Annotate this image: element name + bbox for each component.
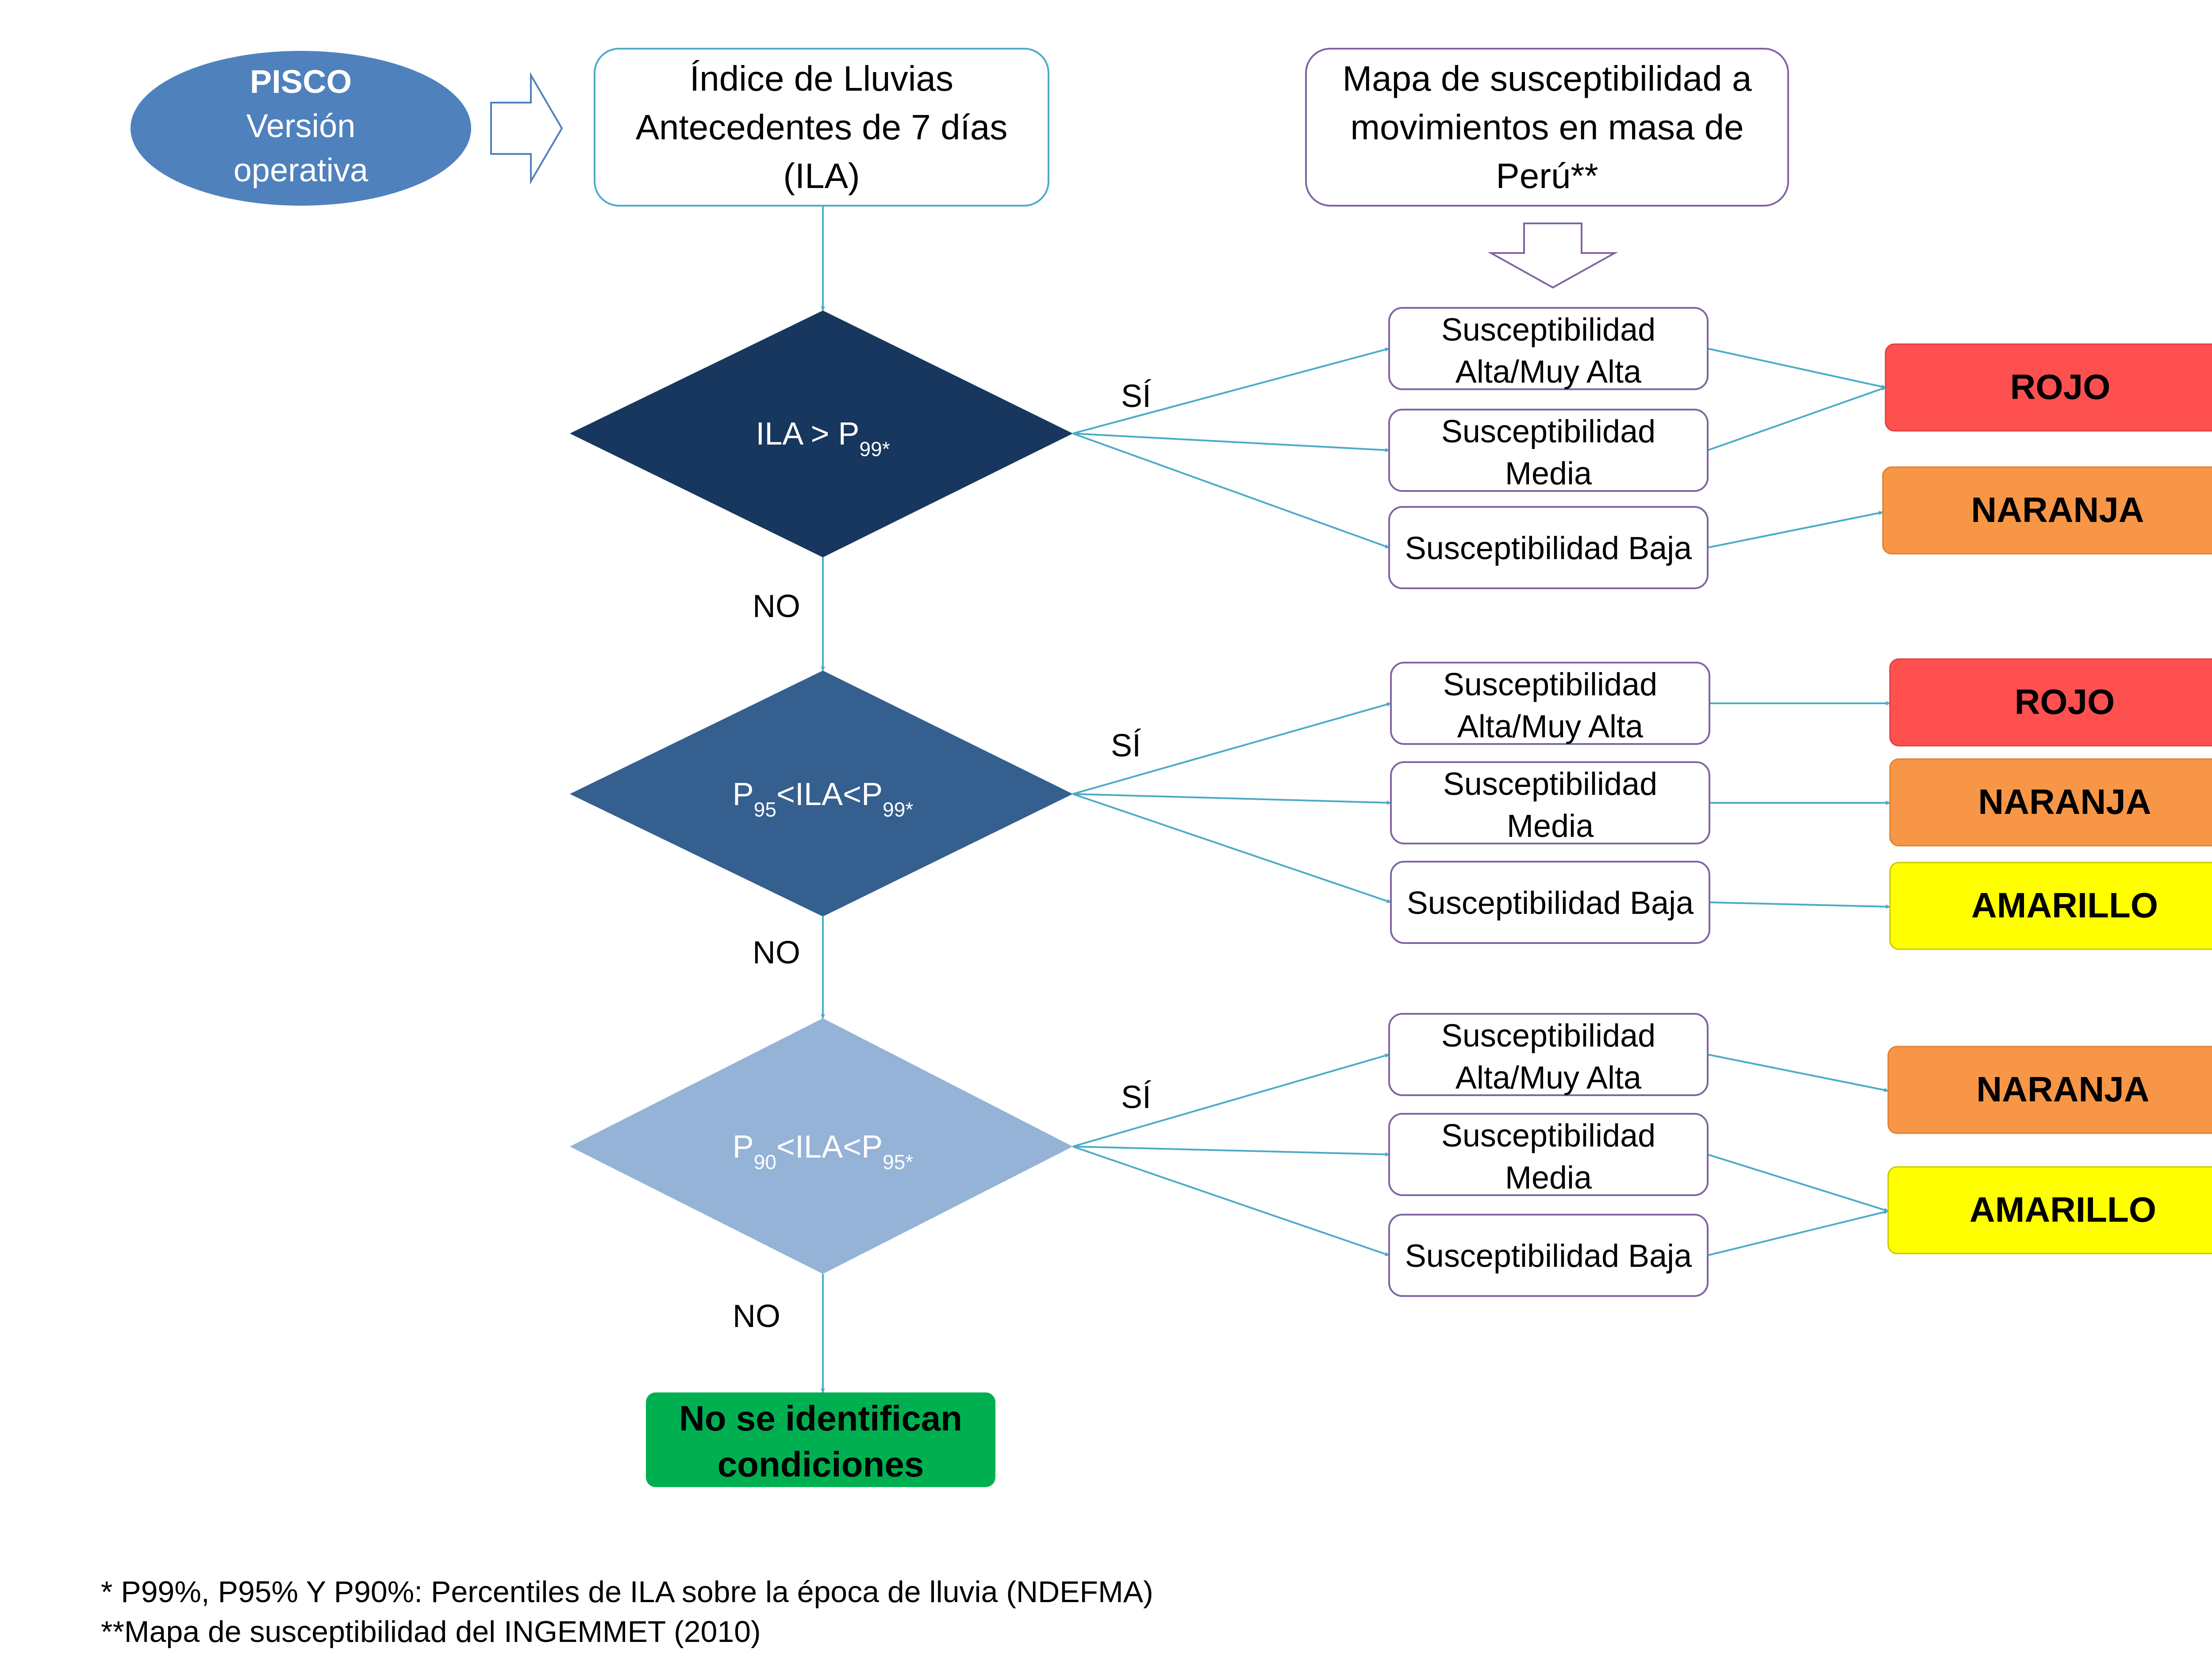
alert-connectors <box>1707 348 1890 1256</box>
alert-box: NARANJA <box>1889 758 2212 847</box>
map-line3: Perú** <box>1496 156 1598 196</box>
decision-2-yes-label: SÍ <box>1111 728 1141 763</box>
footnote-map-source: **Mapa de susceptibilidad del INGEMMET (… <box>101 1615 761 1649</box>
alert-6-fill <box>1887 1166 2212 1254</box>
decision-2-label-mid: <ILA<P <box>776 777 883 812</box>
susc-high-line2: Alta/Muy Alta <box>1455 1060 1642 1096</box>
susc-medium-line1: Susceptibilidad <box>1441 1118 1655 1154</box>
alert-box: AMARILLO <box>1889 862 2212 950</box>
decision-3-label-mid: <ILA<P <box>776 1129 883 1165</box>
decision-1-no-label: NO <box>753 589 800 624</box>
susceptibility-group-1: Susceptibilidad Alta/Muy Alta Susceptibi… <box>1388 307 1709 589</box>
alert-1-label: NARANJA <box>1971 490 2144 529</box>
alert-boxes: ROJO NARANJA ROJO NARANJA AMARILLO NARAN… <box>1882 343 2212 1254</box>
alert-2-fill <box>1889 658 2212 747</box>
alert-4-fill <box>1889 862 2212 950</box>
susc-medium-line2: Media <box>1505 456 1592 491</box>
alert-5-label: NARANJA <box>1976 1070 2149 1109</box>
source-node: PISCO Versión operativa <box>131 51 471 206</box>
source-subtitle-line2: operativa <box>234 152 369 188</box>
final-line2: condiciones <box>718 1445 924 1484</box>
susc-low: Susceptibilidad Baja <box>1407 886 1694 921</box>
decision-1-subscript: 99* <box>860 437 890 460</box>
susc-medium-line1: Susceptibilidad <box>1443 767 1657 802</box>
alert-5-fill <box>1887 1046 2212 1134</box>
svg-text:P90<ILA<P95*: P90<ILA<P95* <box>733 1129 914 1173</box>
decision-2-sub2: 99* <box>883 798 913 821</box>
susc-high-line2: Alta/Muy Alta <box>1455 354 1642 390</box>
alert-6-label: AMARILLO <box>1970 1190 2156 1229</box>
susc-low: Susceptibilidad Baja <box>1405 531 1692 566</box>
final-line1: No se identifican <box>679 1399 962 1438</box>
decision-1-label: ILA > P <box>756 416 859 452</box>
alert-box: ROJO <box>1889 658 2212 747</box>
alert-0-label: ROJO <box>2010 367 2111 406</box>
susc-medium-line1: Susceptibilidad <box>1441 414 1655 449</box>
yes-connectors <box>1072 347 1391 1256</box>
alert-box: ROJO <box>1885 343 2212 432</box>
decision-3-sub1: 90 <box>754 1150 776 1173</box>
susc-low: Susceptibilidad Baja <box>1405 1239 1692 1274</box>
alert-0-fill <box>1885 343 2212 432</box>
map-line2: movimientos en masa de <box>1350 107 1743 147</box>
alert-3-fill <box>1889 758 2212 847</box>
susc-high-line1: Susceptibilidad <box>1441 312 1655 348</box>
ila-line1: Índice de Lluvias <box>690 59 953 98</box>
alert-3-label: NARANJA <box>1978 782 2151 821</box>
susc-medium-line2: Media <box>1505 1160 1592 1196</box>
map-line1: Mapa de susceptibilidad a <box>1342 59 1752 98</box>
decision-2-label-pre: P <box>733 777 754 812</box>
source-subtitle-line1: Versión <box>246 107 356 144</box>
susceptibility-group-2: Susceptibilidad Alta/Muy Alta Susceptibi… <box>1390 662 1710 944</box>
ila-line2: Antecedentes de 7 días <box>636 107 1008 147</box>
alert-box: NARANJA <box>1887 1046 2212 1134</box>
map-box: Mapa de susceptibilidad a movimientos en… <box>1305 48 1789 207</box>
ila-line3: (ILA) <box>783 156 860 196</box>
alert-box: NARANJA <box>1882 466 2212 555</box>
susc-high-line2: Alta/Muy Alta <box>1457 709 1644 744</box>
source-title: PISCO <box>250 63 352 100</box>
block-arrow-right <box>490 72 563 185</box>
decision-2-sub1: 95 <box>754 798 776 821</box>
svg-text:P95<ILA<P99*: P95<ILA<P99* <box>733 777 914 821</box>
susc-medium-line2: Media <box>1507 809 1594 844</box>
final-node: No se identifican condiciones <box>646 1392 995 1487</box>
final-fill <box>646 1392 995 1487</box>
decision-2-no-label: NO <box>753 935 800 970</box>
susc-high-line1: Susceptibilidad <box>1443 667 1657 702</box>
decision-3-no-label: NO <box>733 1299 780 1334</box>
block-arrow-down <box>1487 222 1618 289</box>
decision-1-yes-label: SÍ <box>1121 379 1151 414</box>
ila-box: Índice de Lluvias Antecedentes de 7 días… <box>594 48 1049 207</box>
decision-1: ILA > P99* <box>570 311 1073 557</box>
alert-4-label: AMARILLO <box>1971 886 2158 925</box>
decision-3-sub2: 95* <box>883 1150 913 1173</box>
decision-2: P95<ILA<P99* <box>570 671 1073 917</box>
decision-3-label-pre: P <box>733 1129 754 1165</box>
susc-high-line1: Susceptibilidad <box>1441 1018 1655 1054</box>
decision-3: P90<ILA<P95* <box>570 1018 1073 1274</box>
footnote-percentiles: * P99%, P95% Y P90%: Percentiles de ILA … <box>101 1575 1153 1609</box>
alert-1-fill <box>1882 466 2212 555</box>
alert-box: AMARILLO <box>1887 1166 2212 1254</box>
svg-text:ILA > P99*: ILA > P99* <box>756 416 890 460</box>
alert-2-label: ROJO <box>2015 682 2115 721</box>
susceptibility-group-3: Susceptibilidad Alta/Muy Alta Susceptibi… <box>1388 1013 1709 1297</box>
decision-3-yes-label: SÍ <box>1121 1080 1151 1115</box>
